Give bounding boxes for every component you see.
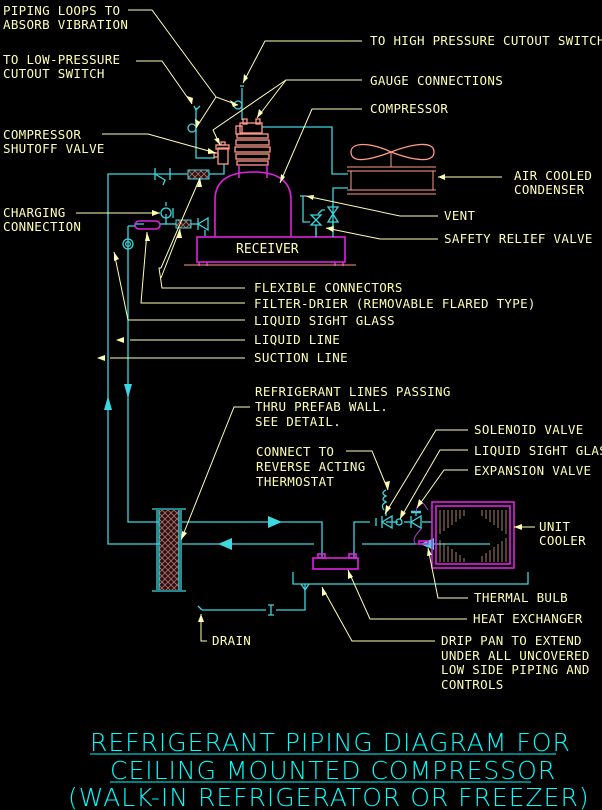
bottom-valves bbox=[380, 489, 429, 545]
charging-connection-valve bbox=[160, 207, 172, 219]
label-wall-3: SEE DETAIL. bbox=[255, 414, 341, 429]
piping bbox=[107, 85, 529, 616]
label-thermostat-2: REVERSE ACTING bbox=[256, 459, 366, 474]
receiver-label: RECEIVER bbox=[236, 242, 299, 257]
liquid-sight-glass-top bbox=[122, 238, 134, 250]
label-unit-cooler-2: COOLER bbox=[539, 533, 586, 548]
label-charging-2: CONNECTION bbox=[3, 219, 81, 234]
label-heat-exchanger: HEAT EXCHANGER bbox=[473, 611, 583, 626]
label-wall-2: THRU PREFAB WALL. bbox=[255, 399, 388, 414]
label-flex: FLEXIBLE CONNECTORS bbox=[254, 280, 403, 295]
label-thermostat-1: CONNECT TO bbox=[256, 444, 334, 459]
label-sight-glass-bottom: LIQUID SIGHT GLASS bbox=[474, 443, 602, 458]
liquid-line-top bbox=[128, 223, 144, 227]
label-piping-loops-2: ABSORB VIBRATION bbox=[3, 17, 128, 32]
label-vent: VENT bbox=[444, 208, 475, 223]
filter-drier-top bbox=[175, 219, 192, 229]
label-shutoff-2: SHUTOFF VALVE bbox=[3, 141, 105, 156]
flexible-connector bbox=[187, 169, 210, 180]
unit-cooler bbox=[431, 501, 515, 569]
label-drip-pan-2: UNDER ALL UNCOVERED bbox=[441, 648, 590, 663]
label-shutoff-1: COMPRESSOR bbox=[3, 127, 81, 142]
label-low-pressure-1: TO LOW-PRESSURE bbox=[3, 52, 120, 67]
liquid-receiver-pill bbox=[134, 220, 161, 230]
label-drip-pan-4: CONTROLS bbox=[441, 677, 504, 692]
label-suction-line: SUCTION LINE bbox=[254, 350, 348, 365]
expansion-valve bbox=[409, 514, 422, 530]
suction-line-pipe bbox=[107, 164, 225, 545]
prefab-wall bbox=[152, 508, 186, 592]
compressor-shutoff-valve bbox=[213, 141, 230, 165]
label-relief: SAFETY RELIEF VALVE bbox=[444, 231, 593, 246]
title-line-3: (WALK-IN REFRIGERATOR OR FREEZER) bbox=[68, 783, 590, 810]
diagram-title: REFRIGERANT PIPING DIAGRAM FOR CEILING M… bbox=[68, 728, 590, 810]
label-thermal-bulb: THERMAL BULB bbox=[474, 590, 568, 605]
label-high-pressure: TO HIGH PRESSURE CUTOUT SWITCH bbox=[370, 33, 602, 48]
leader-lines bbox=[76, 9, 535, 642]
label-condenser-2: CONDENSER bbox=[514, 182, 585, 197]
label-gauge: GAUGE CONNECTIONS bbox=[370, 73, 503, 88]
label-drain: DRAIN bbox=[212, 633, 251, 648]
fan-icon bbox=[350, 143, 435, 161]
label-unit-cooler-1: UNIT bbox=[539, 519, 570, 534]
air-cooled-condenser bbox=[347, 143, 436, 195]
leader-arrowheads bbox=[97, 74, 522, 622]
label-solenoid: SOLENOID VALVE bbox=[474, 422, 584, 437]
liquid-line-pipe bbox=[127, 226, 166, 523]
liquid-sight-glass-bottom bbox=[395, 518, 403, 526]
solenoid-valve bbox=[380, 514, 393, 530]
drip-pan bbox=[292, 572, 529, 585]
label-condenser-1: AIR COOLED bbox=[514, 168, 592, 183]
receiver: RECEIVER bbox=[184, 171, 356, 266]
annotations: PIPING LOOPS TO ABSORB VIBRATION TO LOW-… bbox=[3, 3, 602, 692]
title-line-1: REFRIGERANT PIPING DIAGRAM FOR bbox=[90, 728, 571, 757]
piping-loop-left bbox=[187, 123, 197, 133]
label-charging-1: CHARGING bbox=[3, 205, 66, 220]
title-line-2: CEILING MOUNTED COMPRESSOR bbox=[110, 756, 556, 785]
label-compressor: COMPRESSOR bbox=[370, 101, 448, 116]
label-drip-pan-1: DRIP PAN TO EXTEND bbox=[441, 633, 582, 648]
heat-exchanger bbox=[312, 553, 359, 570]
suction-return bbox=[182, 521, 323, 558]
label-thermostat-3: THERMOSTAT bbox=[256, 474, 334, 489]
label-expansion: EXPANSION VALVE bbox=[474, 463, 591, 478]
compressor bbox=[234, 118, 271, 178]
receiver-valves bbox=[196, 206, 340, 237]
label-low-pressure-2: CUTOUT SWITCH bbox=[3, 66, 105, 81]
label-filter: FILTER-DRIER (REMOVABLE FLARED TYPE) bbox=[254, 296, 536, 311]
label-liquid-line: LIQUID LINE bbox=[254, 332, 340, 347]
label-drip-pan-3: LOW SIDE PIPING AND bbox=[441, 662, 590, 677]
label-sight-glass-top: LIQUID SIGHT GLASS bbox=[254, 313, 395, 328]
label-piping-loops-1: PIPING LOOPS TO bbox=[3, 3, 120, 18]
label-wall-1: REFRIGERANT LINES PASSING bbox=[255, 384, 451, 399]
